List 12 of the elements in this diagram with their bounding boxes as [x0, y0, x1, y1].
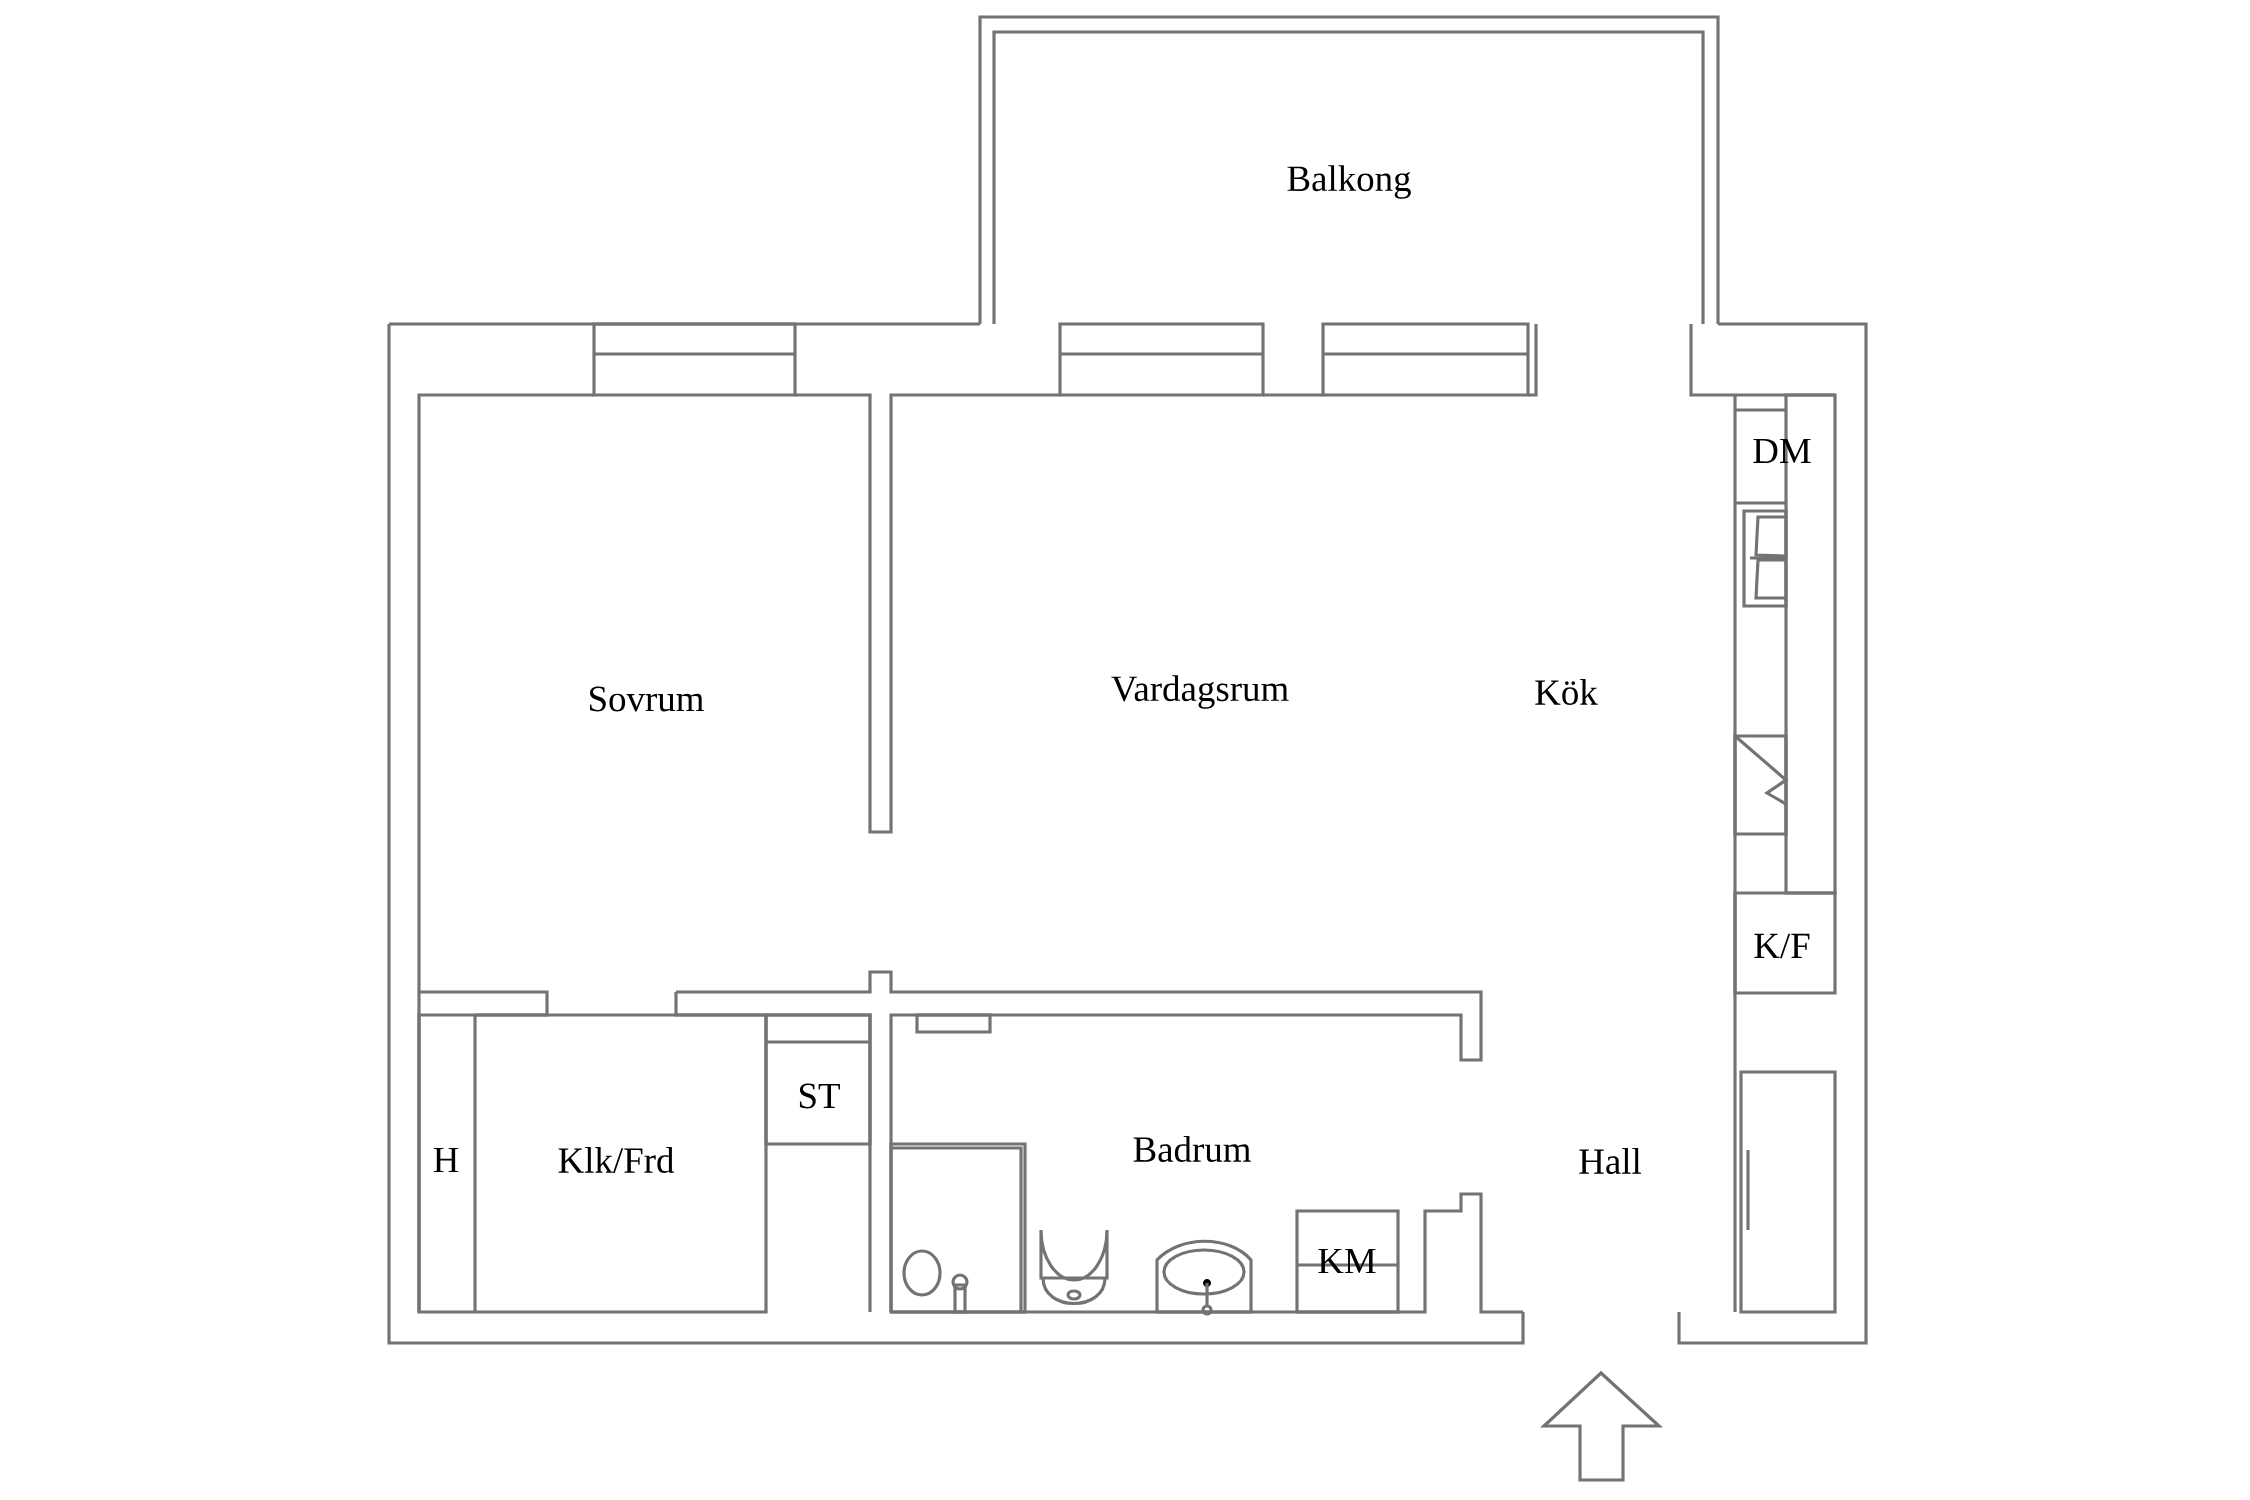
room-label: ST	[799, 1083, 840, 1109]
room-label: H	[433, 1147, 459, 1173]
room-label: DM	[1753, 438, 1811, 464]
room-label: KM	[1318, 1248, 1376, 1274]
room-label: Sovrum	[590, 686, 704, 712]
room-label: Balkong	[1287, 165, 1411, 199]
room-label: Hall	[1579, 1148, 1642, 1174]
room-label: Klk/Frd	[558, 1147, 674, 1173]
room-label: Badrum	[1133, 1136, 1251, 1162]
room-label: K/F	[1754, 933, 1810, 959]
room-label: Kök	[1535, 679, 1598, 705]
room-label: Vardagsrum	[1111, 675, 1289, 709]
